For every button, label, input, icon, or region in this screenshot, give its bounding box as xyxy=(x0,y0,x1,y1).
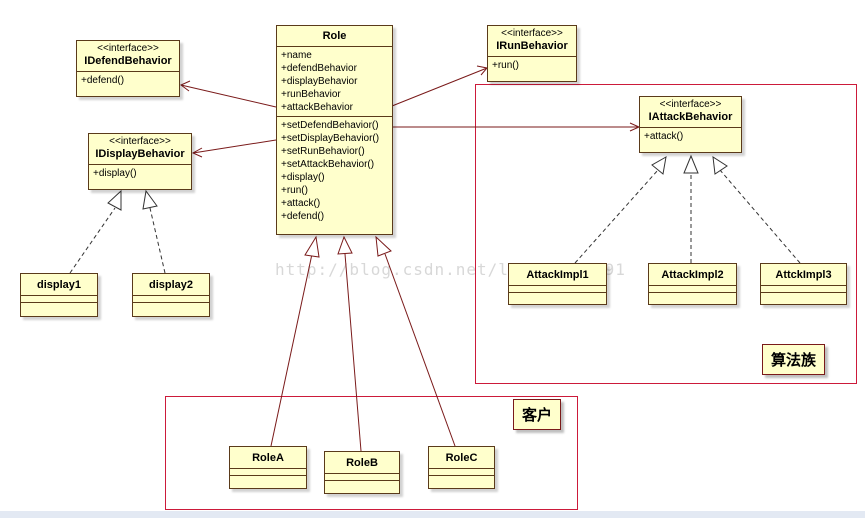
display2-class[interactable]: display2 xyxy=(132,273,210,317)
role-operation: +attack() xyxy=(281,198,321,209)
algorithm-family-boundary xyxy=(475,84,857,384)
idefend-stereotype: <<interface>> xyxy=(97,43,159,54)
generalization-roleC-head xyxy=(375,235,392,257)
iattack-stereotype: <<interface>> xyxy=(659,99,722,110)
role-attributes: +name +defendBehavior +displayBehavior +… xyxy=(277,47,392,117)
idisplay-interface[interactable]: <<interface>> IDisplayBehavior +display(… xyxy=(88,133,192,190)
attackimpl3-class[interactable]: AttckImpl3 xyxy=(760,263,847,305)
iattack-operation: +attack() xyxy=(644,131,684,142)
roleb-name: RoleB xyxy=(346,457,378,469)
rolea-class[interactable]: RoleA xyxy=(229,446,307,489)
role-attribute: +name xyxy=(281,50,312,61)
rolec-name: RoleC xyxy=(445,452,478,464)
realization-display2 xyxy=(149,207,166,274)
realization-attack1 xyxy=(574,169,659,264)
roleb-class[interactable]: RoleB xyxy=(324,451,400,494)
attackimpl1-class[interactable]: AttackImpl1 xyxy=(508,263,607,305)
idisplay-operation: +display() xyxy=(93,168,137,179)
display1-name: display1 xyxy=(36,279,82,291)
iattack-name: IAttackBehavior xyxy=(648,111,733,123)
client-label: 客户 xyxy=(513,399,562,430)
realization-attack1-head xyxy=(651,156,667,175)
role-operation: +setRunBehavior() xyxy=(281,146,365,157)
role-attribute: +displayBehavior xyxy=(281,76,358,87)
generalization-roleA-head xyxy=(304,235,320,258)
realization-attack3 xyxy=(719,169,801,264)
role-operation: +display() xyxy=(281,172,325,183)
role-operation: +setAttackBehavior() xyxy=(281,159,375,170)
algorithm-family-label: 算法族 xyxy=(762,344,826,375)
role-operation: +run() xyxy=(281,185,308,196)
irun-interface[interactable]: <<interface>> IRunBehavior +run() xyxy=(487,25,577,82)
association-role-idisplay-head xyxy=(191,147,203,158)
realization-display2-head xyxy=(142,189,158,210)
role-class[interactable]: Role +name +defendBehavior +displayBehav… xyxy=(276,25,393,235)
realization-display1-head xyxy=(107,189,122,211)
display2-name: display2 xyxy=(148,279,194,291)
bottom-strip xyxy=(0,511,865,518)
rolea-name: RoleA xyxy=(252,452,284,464)
idefend-operation: +defend() xyxy=(81,75,125,86)
rolec-class[interactable]: RoleC xyxy=(428,446,495,489)
role-class-name: Role xyxy=(322,30,347,42)
idefend-name: IDefendBehavior xyxy=(84,55,172,67)
realization-display1 xyxy=(69,207,116,274)
attackimpl2-name: AttackImpl2 xyxy=(661,269,724,281)
role-operation: +setDisplayBehavior() xyxy=(281,133,380,144)
generalization-roleA xyxy=(270,253,313,447)
generalization-roleB-head xyxy=(337,235,353,255)
association-role-idefend xyxy=(180,84,277,108)
role-attribute: +attackBehavior xyxy=(281,102,353,113)
role-attribute: +runBehavior xyxy=(281,89,341,100)
attackimpl1-name: AttackImpl1 xyxy=(526,269,589,281)
irun-operation: +run() xyxy=(492,60,519,71)
realization-attack3-head xyxy=(712,156,728,175)
idisplay-name: IDisplayBehavior xyxy=(95,148,185,160)
attackimpl3-name: AttckImpl3 xyxy=(775,269,832,281)
association-role-idisplay xyxy=(192,139,277,154)
idefend-interface[interactable]: <<interface>> IDefendBehavior +defend() xyxy=(76,40,180,97)
irun-stereotype: <<interface>> xyxy=(501,28,563,39)
generalization-roleC xyxy=(384,253,456,447)
generalization-roleB xyxy=(344,253,362,452)
role-attribute: +defendBehavior xyxy=(281,63,357,74)
association-role-idefend-head xyxy=(180,80,191,92)
realization-attack2-head xyxy=(683,154,699,174)
idisplay-stereotype: <<interface>> xyxy=(109,136,171,147)
irun-name: IRunBehavior xyxy=(496,40,568,52)
display1-class[interactable]: display1 xyxy=(20,273,98,317)
iattack-interface[interactable]: <<interface>> IAttackBehavior +attack() xyxy=(639,96,742,153)
role-operation: +setDefendBehavior() xyxy=(281,120,379,131)
attackimpl2-class[interactable]: AttackImpl2 xyxy=(648,263,737,305)
association-role-irun xyxy=(391,67,488,107)
role-operation: +defend() xyxy=(281,211,325,222)
role-operations: +setDefendBehavior() +setDisplayBehavior… xyxy=(277,117,392,225)
client-boundary xyxy=(165,396,578,510)
